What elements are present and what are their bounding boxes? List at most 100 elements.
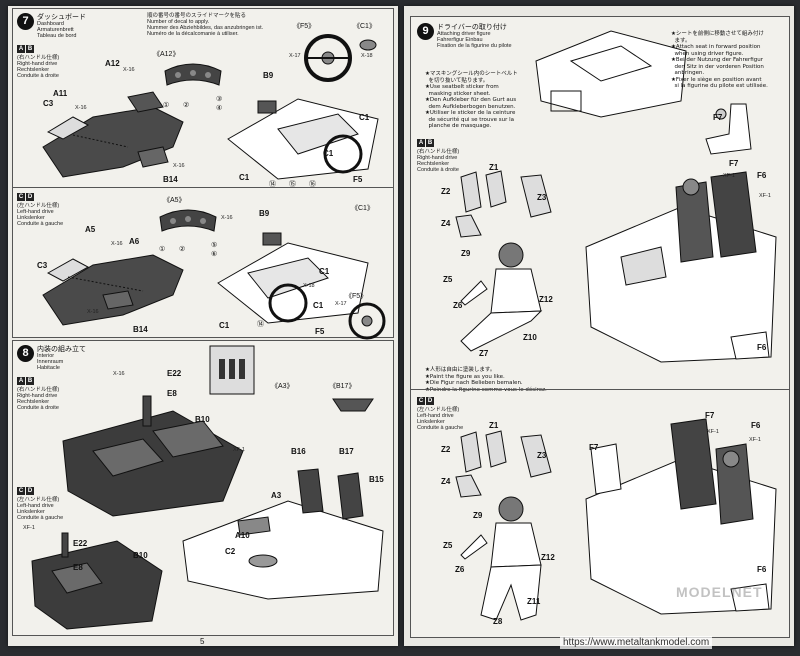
part-a5: A5 — [85, 225, 96, 234]
part-a3: A3 — [271, 491, 282, 500]
vent-part-lhd-drawing — [159, 209, 217, 232]
part-z11: Z11 — [527, 597, 541, 606]
step-jp-title: ドライバーの取り付け — [437, 23, 507, 31]
rh-en: Right-hand drive — [17, 61, 58, 67]
part-a11: A11 — [53, 89, 68, 98]
part-c1-c: C1 — [313, 301, 324, 310]
part-e8: E8 — [167, 389, 177, 398]
rh-fr: Conduite à droite — [17, 73, 59, 79]
screw-x16: X-16 — [221, 215, 233, 221]
pedal-detail-drawing — [209, 345, 255, 395]
step-jp-title: ダッシュボード — [37, 13, 86, 21]
b17-part-drawing — [332, 398, 374, 412]
lh-en: Left-hand drive — [17, 209, 54, 215]
part-f6: F6 — [751, 421, 761, 430]
rh-jp: (右ハンドル仕様) — [417, 149, 460, 155]
lh-jp: (左ハンドル仕様) — [17, 497, 60, 503]
source-url-watermark: https://www.metaltankmodel.com — [560, 636, 713, 649]
dashboard-rhd-drawing — [42, 91, 184, 178]
seat-with-figure-drawing — [705, 103, 752, 155]
part-c1-c: C1 — [323, 149, 334, 158]
screw-x16: X-16 — [111, 241, 123, 247]
rh-fr: Conduite à droite — [417, 167, 459, 173]
decal-note-en: Number of decal to apply. — [147, 19, 210, 25]
step-title-de: Armaturenbrett — [37, 27, 74, 33]
callout-b17: 《B17》 — [329, 383, 356, 390]
rh-en: Right-hand drive — [17, 393, 58, 399]
part-f6-b: F6 — [757, 343, 767, 352]
page-number: 5 — [200, 637, 205, 646]
rh-de: Rechtslenker — [17, 399, 50, 405]
screw-x18: X-18 — [303, 283, 315, 289]
dashboard-body-lhd-drawing — [217, 232, 369, 324]
part-c1-a: C1 — [219, 321, 230, 330]
decal-number-1: ① — [159, 246, 166, 253]
screw-x17: X-17 — [335, 301, 347, 307]
rh-de: Rechtslenker — [417, 161, 450, 167]
driver-figure-rhd-drawing — [460, 242, 543, 352]
callout-c1: 《C1》 — [353, 23, 376, 30]
vent-part-drawing — [164, 63, 222, 86]
driver-figure-lhd-drawing — [460, 496, 542, 621]
part-c1-b: C1 — [319, 267, 330, 276]
part-z5: Z5 — [443, 275, 453, 284]
instruction-page-left: 7 ダッシュボード Dashboard Armaturenbrett Table… — [8, 6, 398, 646]
part-z1: Z1 — [489, 421, 499, 430]
lh-en: Left-hand drive — [417, 413, 454, 419]
part-f7-top: F7 — [713, 113, 723, 122]
decal-number-16: ⑯ — [309, 181, 316, 188]
car-interior-lhd-drawing — [585, 418, 777, 615]
part-f7: F7 — [729, 159, 739, 168]
part-z4: Z4 — [441, 477, 451, 486]
part-e22: E22 — [167, 369, 182, 378]
paint-xf1: XF-1 — [759, 193, 771, 199]
part-z5: Z5 — [443, 541, 453, 550]
part-c3: C3 — [43, 99, 54, 108]
step-jp-title: 内装の組み立て — [37, 345, 86, 353]
part-c3: C3 — [37, 261, 48, 270]
lh-en: Left-hand drive — [17, 503, 54, 509]
paint-xf1: XF-1 — [23, 525, 35, 531]
step-number: 9 — [417, 23, 434, 40]
steering-wheel-lhd-drawing — [348, 302, 386, 340]
part-z6: Z6 — [455, 565, 465, 574]
screw-x16: X-16 — [123, 67, 135, 73]
decal-number-5: ⑤ — [211, 242, 218, 249]
lh-de: Linkslenker — [17, 215, 45, 221]
part-f5: F5 — [315, 327, 325, 336]
step-title-fr: Habitacle — [37, 365, 60, 371]
part-c1-b: C1 — [359, 113, 370, 122]
part-e22-lhd: E22 — [73, 539, 88, 548]
lh-fr: Conduite à gauche — [17, 515, 64, 521]
part-b17: B17 — [339, 447, 354, 456]
screw-x16: X-16 — [173, 163, 185, 169]
lh-jp: (左ハンドル仕様) — [417, 407, 460, 413]
car-tub-overview-drawing — [535, 30, 687, 118]
lh-fr: Conduite à gauche — [417, 425, 464, 431]
part-f7-b: F7 — [705, 411, 715, 420]
part-c2: C2 — [225, 547, 236, 556]
floor-tub-rhd-drawing — [62, 395, 244, 517]
dashboard-body-rhd-drawing — [227, 98, 379, 180]
screw-x17: X-17 — [289, 53, 301, 59]
part-b14: B14 — [133, 325, 148, 334]
step-7-panel: 7 ダッシュボード Dashboard Armaturenbrett Table… — [12, 8, 394, 340]
step-title-en: Attaching driver figure — [437, 31, 491, 37]
callout-f5: 《F5》 — [345, 293, 368, 300]
lh-jp: (左ハンドル仕様) — [17, 203, 60, 209]
part-z8: Z8 — [493, 617, 503, 626]
floor-tub-lhd-drawing — [31, 532, 163, 630]
part-b9: B9 — [263, 71, 274, 80]
step-title-fr: Tableau de bord — [37, 33, 77, 39]
decal-number-6: ⑥ — [211, 251, 218, 258]
paint-xf1: XF-1 — [707, 429, 719, 435]
part-b15: B15 — [369, 475, 384, 484]
step-title-en: Interior — [37, 353, 55, 359]
screw-x16: X-16 — [87, 309, 99, 315]
decal-number-2: ② — [179, 246, 186, 253]
step-number: 7 — [17, 13, 34, 30]
decal-number-3: ③ — [216, 96, 223, 103]
decal-note-jp: 順の番号の番号のスライドマークを貼る — [147, 13, 247, 19]
